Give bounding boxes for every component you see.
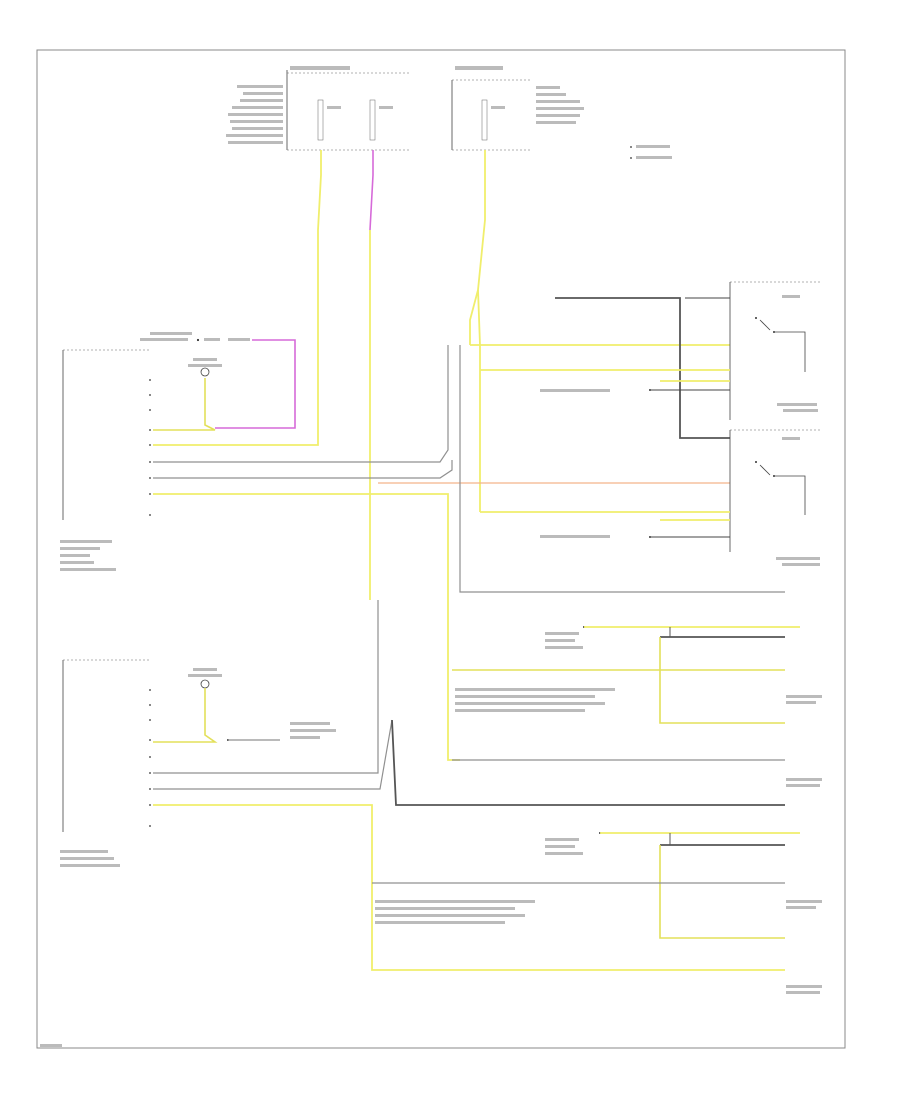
driver-seat-switch bbox=[729, 281, 820, 420]
right-connector-block bbox=[372, 882, 785, 924]
left-front-seat-back-element bbox=[452, 759, 822, 787]
right-front-seat-element bbox=[545, 832, 822, 939]
left-connector-block bbox=[452, 669, 785, 712]
driver-temp-sensor bbox=[188, 358, 222, 377]
wire-driver-switch-dark bbox=[555, 297, 730, 439]
passenger-connector-note bbox=[227, 722, 336, 741]
wire-passenger-sensor bbox=[153, 688, 218, 743]
fuse-left-2 bbox=[369, 99, 393, 141]
legend bbox=[630, 145, 672, 159]
wire-driver-gray-2 bbox=[153, 460, 453, 479]
passenger-temp-sensor bbox=[188, 668, 222, 689]
driver-switch-indicator bbox=[540, 389, 730, 392]
left-front-seat-element bbox=[545, 626, 822, 724]
driver-module-caption bbox=[60, 540, 116, 571]
right-front-seat-back-element bbox=[786, 985, 822, 994]
wire-fuse-left-1 bbox=[153, 150, 322, 446]
wire-driver-yellow-out bbox=[153, 493, 460, 761]
fuse-box-left bbox=[226, 66, 410, 151]
driver-heated-seat-module bbox=[60, 349, 151, 571]
wire-fuse-right-1 bbox=[469, 150, 486, 345]
wire-driver-gray-1 bbox=[153, 345, 449, 463]
wire-gray-bottom bbox=[459, 345, 785, 593]
wire-fuse-right-branch bbox=[477, 289, 481, 512]
fuse-box-right-legend bbox=[455, 66, 584, 124]
passenger-heated-seat-module bbox=[60, 659, 151, 867]
wire-fuse-left-2-pink bbox=[369, 150, 374, 231]
wire-passenger-yellow-out bbox=[153, 804, 785, 971]
wire-driver-sensor bbox=[153, 378, 216, 431]
wire-driver-pink bbox=[215, 339, 296, 429]
driver-connector-note bbox=[140, 332, 250, 342]
passenger-switch-indicator bbox=[540, 535, 730, 538]
diagram-frame bbox=[36, 49, 846, 1049]
fuse-right-1 bbox=[481, 99, 505, 141]
passenger-module-caption bbox=[60, 850, 120, 867]
fuse-box-right bbox=[451, 66, 584, 151]
wire-passenger-gray-1 bbox=[153, 600, 379, 774]
passenger-seat-switch bbox=[729, 429, 820, 566]
wire-passenger-gray-2 bbox=[153, 719, 393, 790]
fuse-left-1 bbox=[317, 99, 341, 141]
wire-passenger-dark bbox=[391, 719, 785, 806]
fuse-box-left-legend bbox=[226, 66, 350, 144]
